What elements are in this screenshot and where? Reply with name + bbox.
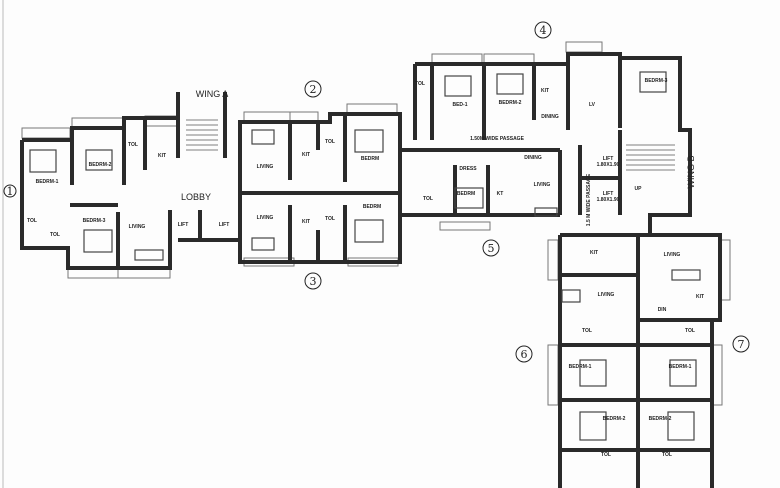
lift-size: 1.80X1.90 [597, 162, 620, 168]
room-label: TOL [582, 328, 592, 334]
wing-b-label: WING B [686, 156, 696, 189]
room-label: BEDRM-3 [83, 218, 106, 224]
room-label: DRESS [459, 166, 477, 172]
room-label: TOL [662, 452, 672, 458]
room-label: LV [589, 102, 596, 108]
unit-5-label: 5 [488, 242, 495, 255]
room-label: LIFT [603, 191, 614, 197]
unit-4-label: 4 [540, 24, 547, 37]
room-label: BEDRM [363, 204, 381, 210]
room-label: LIVING [257, 164, 274, 170]
room-label: TOL [601, 452, 611, 458]
room-label: BEDRM [361, 156, 379, 162]
room-label: TOL [423, 196, 433, 202]
room-label: TOL [415, 81, 425, 87]
room-label: DINING [524, 155, 542, 161]
room-labels: BEDRM-1 BEDRM-2 TOL KIT LOBBY BEDRM-3 LI… [27, 78, 704, 458]
room-label: LIVING [129, 224, 146, 230]
wing-a-label: WING A [196, 89, 229, 99]
room-label: LIVING [257, 215, 274, 221]
unit-1-label: 1 [7, 185, 14, 198]
room-label: DINING [541, 114, 559, 120]
room-label: BEDRM-3 [645, 78, 668, 84]
unit-7-label: 7 [738, 338, 745, 351]
lobby-label: LOBBY [181, 192, 211, 202]
room-label: LIVING [664, 252, 681, 258]
room-label: KIT [302, 152, 310, 158]
passage-label: 1.5 M WIDE PASSAGE [586, 173, 592, 226]
room-label: TOL [128, 142, 138, 148]
room-label: BEDRM-1 [569, 364, 592, 370]
room-label: LIFT [178, 222, 189, 228]
room-label: BEDRM-2 [603, 416, 626, 422]
room-label: BEDRM-1 [669, 364, 692, 370]
room-label: BEDRM [457, 191, 475, 197]
room-label: LIFT [603, 156, 614, 162]
wing-b-lower-block [547, 233, 731, 488]
room-label: KIT [158, 153, 166, 159]
room-label: KIT [590, 250, 598, 256]
room-label: BEDRM-2 [89, 162, 112, 168]
room-label: KT [497, 191, 504, 197]
room-label: LIVING [598, 292, 615, 298]
room-label: TOL [27, 218, 37, 224]
room-label: TOL [685, 328, 695, 334]
room-label: BEDRM-1 [36, 179, 59, 185]
unit-markers: 1 2 3 4 5 6 7 [3, 21, 750, 363]
room-label: LIFT [219, 222, 230, 228]
unit-6-label: 6 [521, 348, 528, 361]
unit-3-label: 3 [310, 275, 317, 288]
room-label: TOL [325, 139, 335, 145]
wing-a-block [20, 92, 240, 279]
stair-up-label: UP [635, 186, 643, 192]
room-label: TOL [325, 216, 335, 222]
units-2-3-block [238, 103, 402, 267]
room-label: BEDRM-2 [499, 100, 522, 106]
room-label: KIT [302, 219, 310, 225]
passage-label: 1.50M WIDE PASSAGE [470, 136, 524, 142]
units-4-5-block [400, 41, 692, 235]
unit-2-label: 2 [310, 83, 317, 96]
lift-size: 1.80X1.90 [597, 197, 620, 203]
room-label: TOL [50, 232, 60, 238]
room-label: KIT [541, 88, 549, 94]
room-label: BEDRM-2 [649, 416, 672, 422]
room-label: LIVING [534, 182, 551, 188]
room-label: KIT [696, 294, 704, 300]
room-label: BED-1 [452, 102, 467, 108]
room-label: DIN [658, 307, 667, 313]
